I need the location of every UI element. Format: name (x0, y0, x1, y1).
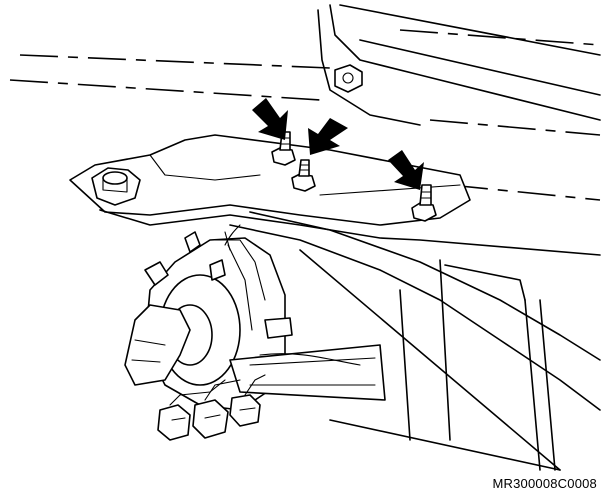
arrow-2 (308, 118, 348, 155)
wiring (224, 224, 361, 366)
bolt-3 (411, 184, 437, 222)
arrow-3 (388, 150, 424, 190)
connector-group (157, 374, 266, 441)
body-panel (317, 4, 601, 126)
mounting-boss (91, 167, 141, 206)
top-bolt-head (334, 64, 363, 93)
figure-reference-code: MR300008C0008 (492, 476, 597, 491)
bolt-2 (291, 159, 316, 192)
dashed-reference-lines (9, 29, 601, 201)
bolt-1 (271, 131, 296, 166)
crossmember (229, 211, 601, 471)
arrow-1 (252, 98, 288, 140)
linkage-arm (229, 344, 386, 401)
subframe-bracket (69, 134, 601, 256)
